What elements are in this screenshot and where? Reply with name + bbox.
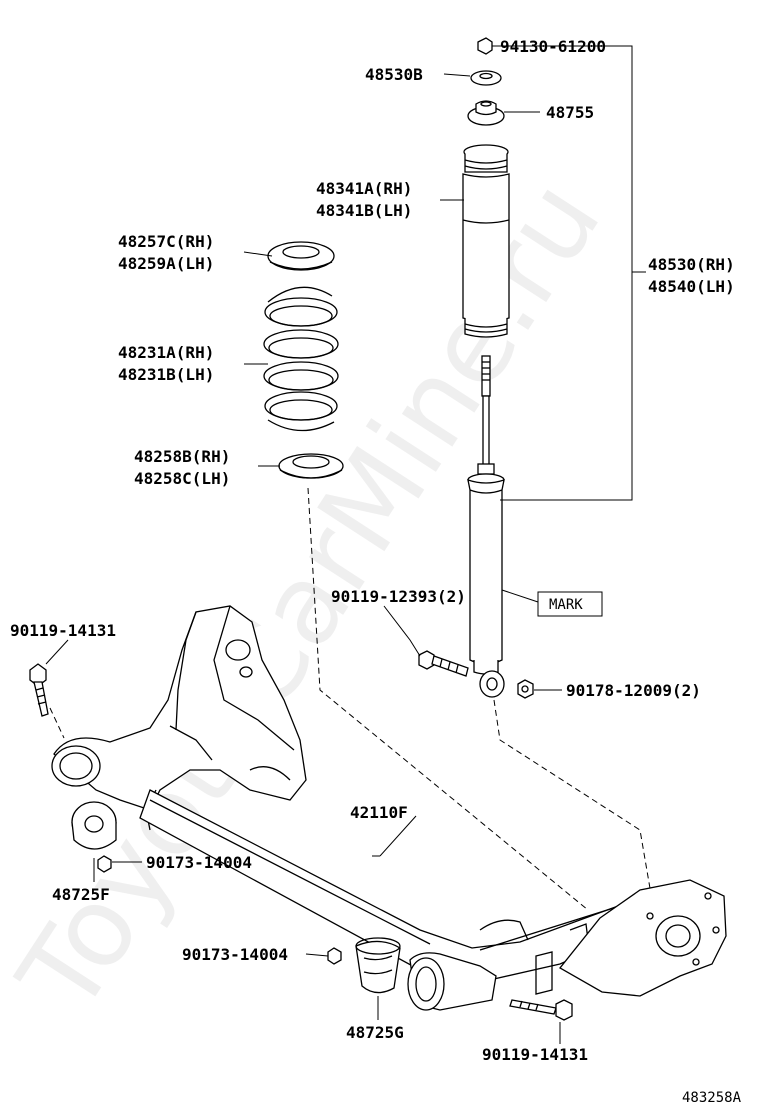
shock-nut-icon [517, 679, 534, 699]
bottom-bolt-icon [509, 999, 573, 1021]
callout-support: 48755 [546, 103, 594, 122]
callout-insulator-lower-lh: 48258C(LH) [134, 469, 230, 488]
callout-insulator-upper-lh: 48259A(LH) [118, 254, 214, 273]
callout-shock-lh: 48540(LH) [648, 277, 735, 296]
top-nut-icon [477, 37, 493, 55]
upper-spring-insulator-icon [267, 241, 335, 271]
callout-shock-nut: 90178-12009(2) [566, 681, 701, 700]
callout-bottom-bolt: 90119-14131 [482, 1045, 588, 1064]
left-bolt-guide [49, 707, 65, 739]
callout-left-bolt: 90119-14131 [10, 621, 116, 640]
mark-label: MARK [549, 597, 583, 613]
left-bushing-icon [71, 801, 117, 850]
shock-absorber-icon [467, 355, 505, 698]
callout-nut-top: 94130-61200 [500, 37, 606, 56]
support-icon [467, 100, 505, 126]
shock-bolt-icon [418, 650, 469, 677]
callout-axle-beam: 42110F [350, 803, 408, 822]
callout-left-bushing: 48725F [52, 885, 110, 904]
lower-spring-insulator-icon [278, 453, 344, 479]
callout-spring-rh: 48231A(RH) [118, 343, 214, 362]
callout-left-bushing-nut: 90173-14004 [146, 853, 252, 872]
callout-bumper-lh: 48341B(LH) [316, 201, 412, 220]
shock-mount-guide [493, 699, 653, 901]
right-bushing-icon [355, 937, 401, 994]
left-bushing-nut-icon [97, 855, 112, 873]
callout-right-bushing: 48725G [346, 1023, 404, 1042]
left-bolt-icon [29, 663, 49, 717]
callout-insulator-upper-rh: 48257C(RH) [118, 232, 214, 251]
callout-shock-bolt: 90119-12393(2) [331, 587, 466, 606]
right-bushing-nut-icon [327, 947, 342, 965]
callout-bumper-rh: 48341A(RH) [316, 179, 412, 198]
leader-lines [45, 45, 646, 1044]
spring-seat-guide [307, 487, 589, 911]
bumper-dust-cover-icon [462, 144, 510, 338]
callout-right-bushing-nut: 90173-14004 [182, 945, 288, 964]
callout-spring-lh: 48231B(LH) [118, 365, 214, 384]
figure-id: 483258A [682, 1090, 742, 1106]
callout-shock-rh: 48530(RH) [648, 255, 735, 274]
coil-spring-icon [263, 286, 339, 432]
upper-cushion-icon [470, 70, 502, 86]
callout-upper-cushion: 48530B [365, 65, 423, 84]
mark-box [537, 591, 603, 617]
callout-insulator-lower-rh: 48258B(RH) [134, 447, 230, 466]
